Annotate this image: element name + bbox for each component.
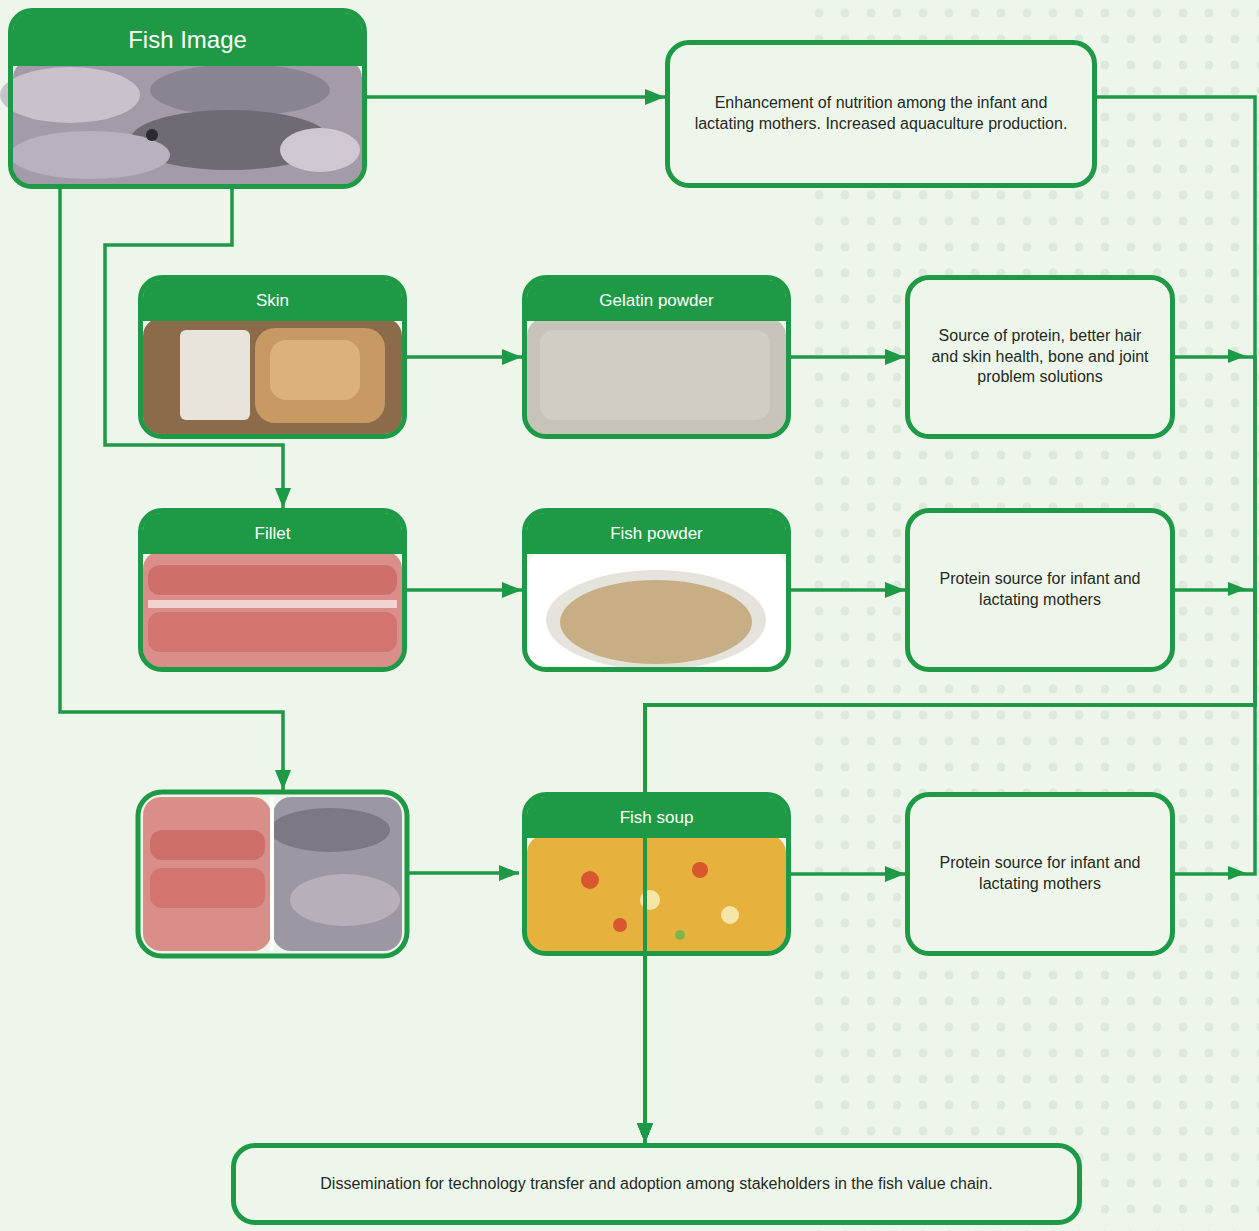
outcome-box: Enhancement of nutrition among the infan… [665, 40, 1097, 188]
soup-photo [527, 835, 786, 951]
connector [367, 95, 665, 99]
benefit-box: Protein source for infant and lactating … [905, 508, 1175, 672]
card-title: Gelatin powder [599, 291, 713, 311]
header-band: Fish soup [527, 797, 786, 838]
benefit-box: Source of protein, better hair and skin … [905, 275, 1175, 439]
header-band: Fish Image [13, 13, 362, 66]
image-card: Skin [138, 275, 407, 439]
connector [407, 588, 522, 592]
box-text: Protein source for infant and lactating … [928, 569, 1152, 611]
header-band: Skin [143, 280, 402, 321]
header-band: Fish powder [527, 513, 786, 554]
box-text: Source of protein, better hair and skin … [928, 326, 1152, 388]
benefit-box: Protein source for infant and lactating … [905, 792, 1175, 956]
card-title: Skin [256, 291, 289, 311]
connector [791, 355, 905, 359]
image-card: Fillet [138, 508, 407, 672]
image-card: Fish soup [522, 792, 791, 956]
gelatin-photo [527, 318, 786, 434]
header-band: Fillet [143, 513, 402, 554]
connector [407, 355, 522, 359]
connector [791, 588, 905, 592]
image-card: Fish powder [522, 508, 791, 672]
connector [105, 189, 283, 508]
connector [791, 872, 905, 876]
box-text: Dissemination for technology transfer an… [320, 1174, 992, 1195]
connector [645, 705, 1255, 1143]
card-title: Fish powder [610, 524, 703, 544]
connector [645, 97, 1255, 1143]
outcome-box: Dissemination for technology transfer an… [231, 1143, 1082, 1225]
fillet-photo [143, 551, 402, 667]
image-card: Fish Image [8, 8, 367, 189]
connector [645, 590, 1255, 1143]
card-title: Fillet [255, 524, 291, 544]
image-card: Gelatin powder [522, 275, 791, 439]
fish-photo [0, 60, 362, 184]
connector [645, 357, 1255, 1143]
branch-line [407, 871, 519, 875]
card-title: Fish soup [620, 808, 694, 828]
card-title: Fish Image [128, 26, 247, 54]
ingredients-photo [138, 792, 407, 956]
header-band: Gelatin powder [527, 280, 786, 321]
box-text: Enhancement of nutrition among the infan… [694, 93, 1068, 135]
powder-photo [527, 551, 786, 670]
box-text: Protein source for infant and lactating … [928, 853, 1152, 895]
skin-photo [143, 318, 402, 434]
